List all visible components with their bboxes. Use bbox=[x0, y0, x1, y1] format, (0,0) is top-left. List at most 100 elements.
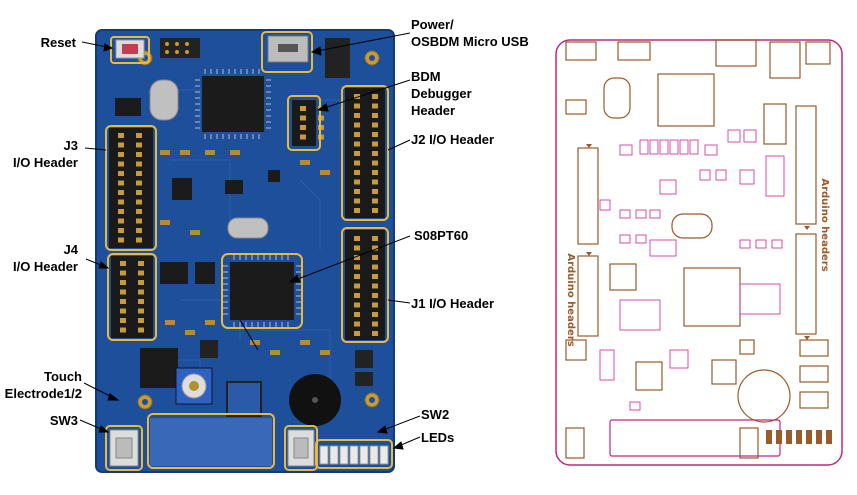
label-j2: J2 I/O Header bbox=[411, 132, 495, 147]
j4-highlight bbox=[107, 253, 157, 341]
header-pin bbox=[118, 228, 124, 233]
bdm-highlight bbox=[287, 95, 321, 151]
label-j3-line1: J3 bbox=[63, 138, 78, 153]
label-bdm-line2: Debugger bbox=[411, 86, 472, 101]
header-pin bbox=[120, 318, 126, 323]
header-pin bbox=[118, 152, 124, 157]
header-pin bbox=[136, 180, 142, 186]
header-pin bbox=[372, 255, 378, 260]
header-pin bbox=[138, 270, 144, 276]
header-pin bbox=[118, 209, 124, 214]
header-pin bbox=[372, 264, 378, 270]
header-pin bbox=[138, 261, 144, 266]
header-pin bbox=[118, 142, 124, 148]
header-pin bbox=[118, 199, 124, 205]
label-j4: J4 I/O Header bbox=[2, 241, 78, 275]
header-pin bbox=[372, 274, 378, 279]
header-pin bbox=[354, 293, 360, 298]
header-pin bbox=[372, 312, 378, 317]
header-pin bbox=[138, 308, 144, 314]
header-pin bbox=[354, 94, 360, 99]
header-pin bbox=[120, 327, 126, 333]
header-pin bbox=[300, 115, 306, 121]
header-pin bbox=[354, 331, 360, 336]
header-pin bbox=[372, 245, 378, 251]
header-pin bbox=[136, 199, 142, 205]
sw3-highlight bbox=[105, 425, 143, 471]
header-pin bbox=[354, 179, 360, 185]
mcu-highlight bbox=[221, 253, 303, 329]
silk-arduino-right: Arduino headers bbox=[819, 178, 830, 271]
header-pin bbox=[354, 236, 360, 241]
header-pin bbox=[354, 151, 360, 156]
label-touch-line1: Touch bbox=[43, 369, 82, 384]
header-pin bbox=[372, 113, 378, 118]
header-pin bbox=[136, 190, 142, 195]
header-pin bbox=[354, 103, 360, 109]
header-pin bbox=[118, 161, 124, 167]
header-pin bbox=[372, 198, 378, 204]
header-pin bbox=[354, 122, 360, 128]
label-power: Power/ OSBDM Micro USB bbox=[411, 16, 546, 50]
label-mcu: S08PT60 bbox=[414, 228, 469, 243]
crystal bbox=[149, 79, 179, 121]
header-pin bbox=[372, 302, 378, 308]
header-pin bbox=[120, 308, 126, 314]
header-pin bbox=[138, 299, 144, 304]
label-power-line2: OSBDM Micro USB bbox=[411, 34, 529, 49]
header-pin bbox=[354, 170, 360, 175]
label-j4-line1: J4 bbox=[63, 242, 78, 257]
header-pin bbox=[354, 274, 360, 279]
header-pin bbox=[372, 321, 378, 327]
j2-highlight bbox=[341, 85, 389, 221]
header-pin bbox=[354, 132, 360, 137]
header-pin bbox=[372, 293, 378, 298]
header-pin bbox=[354, 141, 360, 147]
header-pin bbox=[372, 151, 378, 156]
header-pin bbox=[372, 283, 378, 289]
header-pin bbox=[136, 218, 142, 224]
header-pin bbox=[372, 208, 378, 213]
osbdm-chip bbox=[202, 76, 264, 132]
label-sw3: SW3 bbox=[49, 413, 78, 428]
header-pin bbox=[354, 264, 360, 270]
header-pin bbox=[354, 113, 360, 118]
header-pin bbox=[120, 299, 126, 304]
header-pin bbox=[120, 289, 126, 295]
header-pin bbox=[136, 142, 142, 148]
header-pin bbox=[354, 160, 360, 166]
label-power-line1: Power/ bbox=[411, 17, 454, 32]
header-pin bbox=[354, 245, 360, 251]
mcu-chip bbox=[230, 262, 294, 320]
header-pin bbox=[136, 161, 142, 167]
header-pin bbox=[136, 228, 142, 233]
header-pin bbox=[372, 179, 378, 185]
leds-highlight bbox=[315, 439, 393, 469]
label-bdm-line3: Header bbox=[411, 103, 456, 118]
header-pin bbox=[354, 312, 360, 317]
label-touch-line2: Electrode1/2 bbox=[4, 386, 82, 401]
header-pin bbox=[372, 122, 378, 128]
header-pin bbox=[136, 237, 142, 243]
label-leds: LEDs bbox=[421, 430, 455, 445]
header-pin bbox=[372, 94, 378, 99]
label-bdm: BDM Debugger Header bbox=[411, 68, 521, 119]
header-pin bbox=[372, 331, 378, 336]
header-pin bbox=[354, 189, 360, 194]
silk-arduino-left: Arduino headers bbox=[565, 253, 576, 346]
header-pin bbox=[136, 209, 142, 214]
header-pin bbox=[118, 237, 124, 243]
header-pin bbox=[372, 160, 378, 166]
header-pin bbox=[354, 198, 360, 204]
header-pin bbox=[354, 283, 360, 289]
label-bdm-line1: BDM bbox=[411, 69, 441, 84]
pad-highlight bbox=[147, 413, 275, 469]
header-pin bbox=[372, 170, 378, 175]
silkscreen-drawing: Arduino headers Arduino headers bbox=[555, 39, 843, 466]
header-pin bbox=[354, 255, 360, 260]
header-pin bbox=[300, 134, 306, 140]
header-pin bbox=[372, 103, 378, 109]
header-pin bbox=[138, 280, 144, 285]
header-pin bbox=[138, 318, 144, 323]
